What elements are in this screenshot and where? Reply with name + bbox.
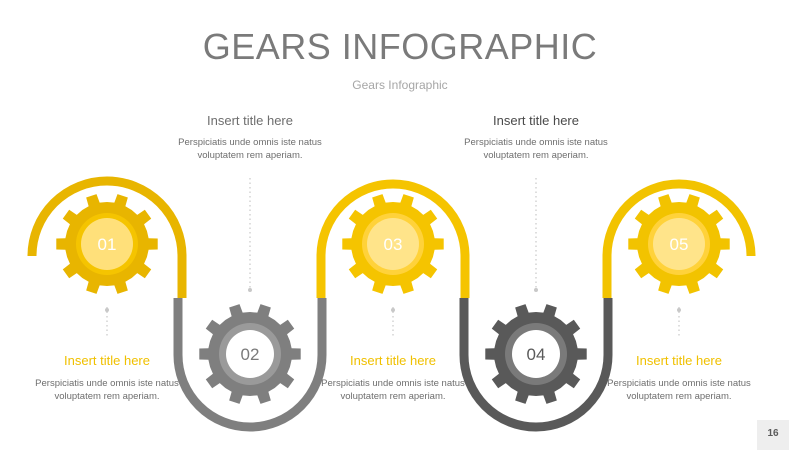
connector-dot-3: [391, 308, 395, 312]
slide-title: GEARS INFOGRAPHIC: [202, 26, 598, 67]
connector-dot-1: [105, 308, 109, 312]
gear-inner-2: [226, 330, 274, 378]
gear-inner-3: [367, 218, 419, 270]
gear-icon-2: 02: [199, 304, 301, 404]
gear-inner-1: [81, 218, 133, 270]
slide-subtitle: Gears Infographic: [352, 78, 448, 92]
connector-dot-4: [534, 288, 538, 292]
gear-number-1: 01: [98, 235, 117, 254]
page-number: 16: [757, 420, 789, 450]
track-segment-5: [602, 179, 756, 298]
step-description-4: Perspiciatis unde omnis iste natus volup…: [464, 137, 608, 161]
track-segment-1: [27, 176, 187, 298]
connector-dot-2: [248, 288, 252, 292]
step-description-1: Perspiciatis unde omnis iste natus volup…: [35, 378, 179, 402]
gear-inner-4: [512, 330, 560, 378]
gear-icon-4: 04: [485, 304, 587, 404]
track-segment-2: [173, 298, 327, 432]
step-description-3: Perspiciatis unde omnis iste natus volup…: [321, 378, 465, 402]
step-description-2: Perspiciatis unde omnis iste natus volup…: [178, 137, 322, 161]
gear-icon-5: 05: [628, 194, 730, 294]
gear-number-5: 05: [670, 235, 689, 254]
step-title-4: Insert title here: [493, 113, 579, 128]
step-title-3: Insert title here: [350, 353, 436, 368]
gear-inner-5: [653, 218, 705, 270]
connector-dot-5: [677, 308, 681, 312]
gear-number-4: 04: [527, 345, 546, 364]
step-title-1: Insert title here: [64, 353, 150, 368]
step-description-5: Perspiciatis unde omnis iste natus volup…: [607, 378, 751, 402]
step-title-5: Insert title here: [636, 353, 722, 368]
gear-number-3: 03: [384, 235, 403, 254]
track-segment-4: [459, 298, 613, 432]
track-segment-3: [316, 179, 470, 298]
gear-icon-3: 03: [342, 194, 444, 294]
step-title-2: Insert title here: [207, 113, 293, 128]
gear-icon-1: 01: [56, 194, 158, 294]
gear-number-2: 02: [241, 345, 260, 364]
